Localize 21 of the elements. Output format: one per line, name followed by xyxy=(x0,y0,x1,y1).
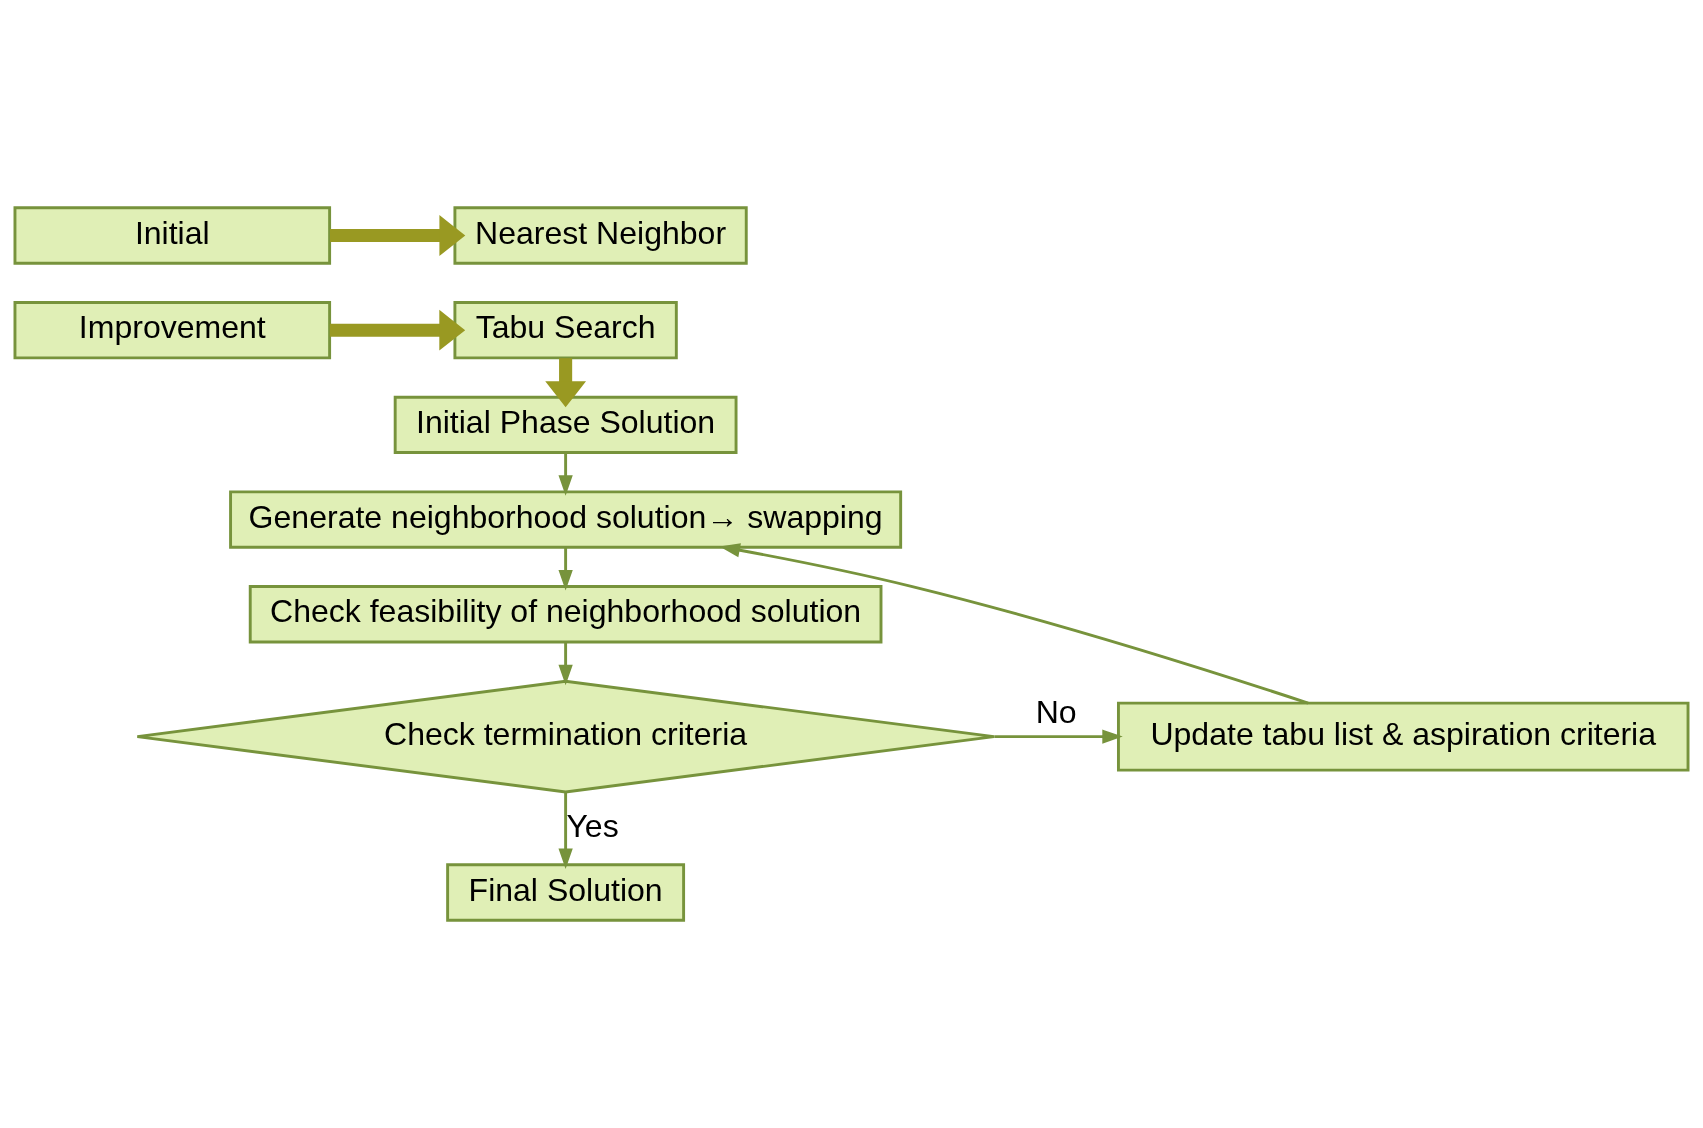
arrow xyxy=(994,729,1123,744)
node-diamond: Check termination criteria xyxy=(135,679,996,794)
arrow xyxy=(558,642,573,686)
node-box: Update tabu list & aspiration criteria xyxy=(1117,701,1690,772)
arrow xyxy=(558,792,573,869)
edge-label: Yes xyxy=(566,807,619,844)
node-box: Tabu Search xyxy=(453,301,678,360)
node-box: Check feasibility of neighborhood solution xyxy=(248,585,883,644)
node-box: Improvement xyxy=(13,301,332,360)
arrow xyxy=(719,543,1309,705)
arrow xyxy=(329,309,466,351)
node-box: Initial xyxy=(13,206,332,265)
node-box: Final Solution xyxy=(446,863,686,922)
node-box: Generate neighborhood solution→ swapping xyxy=(229,490,903,549)
arrow xyxy=(545,358,587,408)
node-box: Initial Phase Solution xyxy=(393,395,738,454)
arrow xyxy=(558,547,573,591)
arrow xyxy=(329,215,466,256)
node-box: Nearest Neighbor xyxy=(453,206,748,265)
arrow xyxy=(558,452,573,496)
edge-label: No xyxy=(1035,693,1077,730)
